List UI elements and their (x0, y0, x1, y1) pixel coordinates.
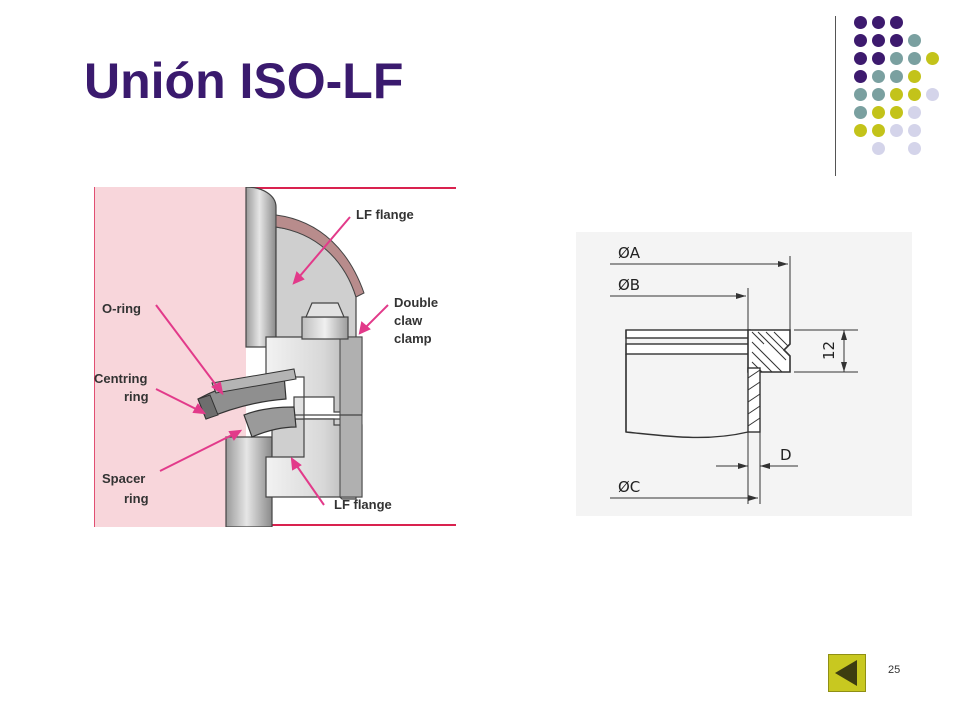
dot-lavender (908, 142, 921, 155)
dot-purple (890, 34, 903, 47)
label-lf-flange-bottom: LF flange (334, 497, 392, 512)
dot-lime (872, 106, 885, 119)
label-dim-a: ØA (618, 244, 641, 262)
spacer-ring (243, 406, 297, 438)
label-double-line1: Double (394, 295, 438, 310)
dot-teal (908, 34, 921, 47)
label-centring-line2: ring (124, 389, 149, 404)
title-divider-line (835, 16, 836, 176)
upper-pipe (245, 187, 277, 348)
dot-purple (872, 16, 885, 29)
dot-lime (854, 124, 867, 137)
dot-lavender (872, 142, 885, 155)
dot-purple (872, 52, 885, 65)
page-number: 25 (888, 664, 901, 676)
label-spacer-line2: ring (124, 491, 149, 506)
label-lf-flange-top: LF flange (356, 207, 414, 222)
dot-lime (908, 70, 921, 83)
dot-purple (854, 34, 867, 47)
dot-purple (890, 16, 903, 29)
clamp-bolt-head (301, 316, 349, 340)
dot-lavender (890, 124, 903, 137)
dot-lime (926, 52, 939, 65)
label-o-ring: O-ring (102, 301, 141, 316)
dot-lime (890, 88, 903, 101)
dot-purple (854, 52, 867, 65)
label-dim-12: 12 (820, 341, 838, 360)
slide-title: Unión ISO-LF (84, 53, 404, 109)
clamp-bolt-top (305, 302, 345, 318)
upper-flange-rim (275, 214, 365, 298)
dot-lime (890, 106, 903, 119)
upper-ring-edge (211, 368, 297, 394)
label-dim-b: ØB (618, 276, 640, 294)
dot-purple (854, 16, 867, 29)
dot-purple (872, 34, 885, 47)
iso-lf-cutaway-svg: LF flange O-ring Double claw clamp Centr… (94, 187, 458, 527)
flange-section (747, 329, 791, 373)
dot-teal (908, 52, 921, 65)
dot-lavender (908, 124, 921, 137)
iso-lf-cutaway-figure: LF flange O-ring Double claw clamp Centr… (94, 187, 458, 527)
dot-teal (854, 106, 867, 119)
lf-flange-dimension-figure: ØA ØB ØC D 12 (576, 232, 912, 516)
dot-lime (908, 88, 921, 101)
label-dim-d: D (780, 446, 792, 464)
dot-teal (890, 52, 903, 65)
dot-lavender (926, 88, 939, 101)
dot-teal (854, 88, 867, 101)
clamp-side-face (339, 336, 363, 498)
dot-lavender (908, 106, 921, 119)
lf-flange-dimension-svg: ØA ØB ØC D 12 (576, 232, 912, 516)
label-double-line3: clamp (394, 331, 432, 346)
label-centring-line1: Centring (94, 371, 148, 386)
label-dim-c: ØC (618, 478, 640, 496)
previous-slide-button[interactable] (828, 654, 866, 692)
dot-teal (872, 88, 885, 101)
label-spacer-line1: Spacer (102, 471, 145, 486)
pipe-interior-background (94, 187, 246, 527)
back-arrow-icon (835, 660, 857, 686)
dot-teal (872, 70, 885, 83)
leader-lines (155, 216, 389, 506)
dot-teal (890, 70, 903, 83)
lower-pipe (225, 436, 273, 527)
label-double-line2: claw (394, 313, 423, 328)
dot-purple (854, 70, 867, 83)
dot-lime (872, 124, 885, 137)
